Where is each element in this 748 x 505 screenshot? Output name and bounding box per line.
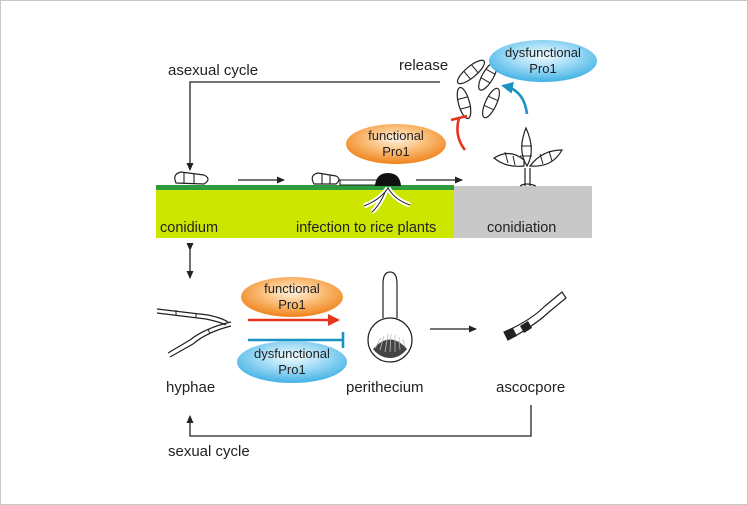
svg-text:functional: functional — [368, 128, 424, 143]
label-conidium: conidium — [160, 220, 218, 236]
promotion-arrow-blue-top — [501, 81, 529, 115]
leaf-surface-strip — [156, 185, 454, 190]
dysfunctional-pro1-bubble-top: dysfunctional Pro1 — [489, 40, 597, 82]
appressorium-icon — [311, 172, 411, 214]
dysfunctional-pro1-bubble-mid: dysfunctional Pro1 — [237, 341, 347, 383]
svg-text:Pro1: Pro1 — [278, 297, 305, 312]
conidiophore-icon — [492, 126, 564, 187]
label-hyphae: hyphae — [166, 379, 215, 396]
label-sexual-cycle: sexual cycle — [168, 443, 250, 460]
inhibition-bar-red-top — [450, 114, 468, 122]
perithecium-icon — [367, 271, 413, 363]
functional-pro1-bubble-top: functional Pro1 — [346, 124, 446, 164]
label-ascospore: ascocpore — [496, 379, 565, 396]
svg-text:Pro1: Pro1 — [278, 362, 305, 377]
svg-text:Pro1: Pro1 — [529, 61, 556, 76]
rice-plant-band — [156, 186, 454, 238]
sexual-cycle-arrow — [186, 405, 532, 437]
hyphae-icon — [156, 308, 232, 358]
svg-text:functional: functional — [264, 281, 320, 296]
label-asexual-cycle: asexual cycle — [168, 62, 258, 79]
label-conidiation: conidiation — [487, 220, 556, 236]
inhibition-arrow-red-top — [456, 117, 467, 151]
asexual-cycle-arrow — [186, 81, 440, 171]
label-release: release — [399, 57, 448, 74]
svg-text:dysfunctional: dysfunctional — [254, 346, 330, 361]
conidiation-band — [454, 186, 592, 238]
functional-pro1-bubble-mid: functional Pro1 — [241, 277, 343, 317]
released-conidia — [456, 59, 501, 120]
label-perithecium: perithecium — [346, 379, 424, 396]
label-infection: infection to rice plants — [296, 220, 436, 236]
svg-text:dysfunctional: dysfunctional — [505, 45, 581, 60]
svg-text:Pro1: Pro1 — [382, 144, 409, 159]
conidium-icon — [174, 171, 209, 185]
ascospore-icon — [503, 291, 567, 341]
